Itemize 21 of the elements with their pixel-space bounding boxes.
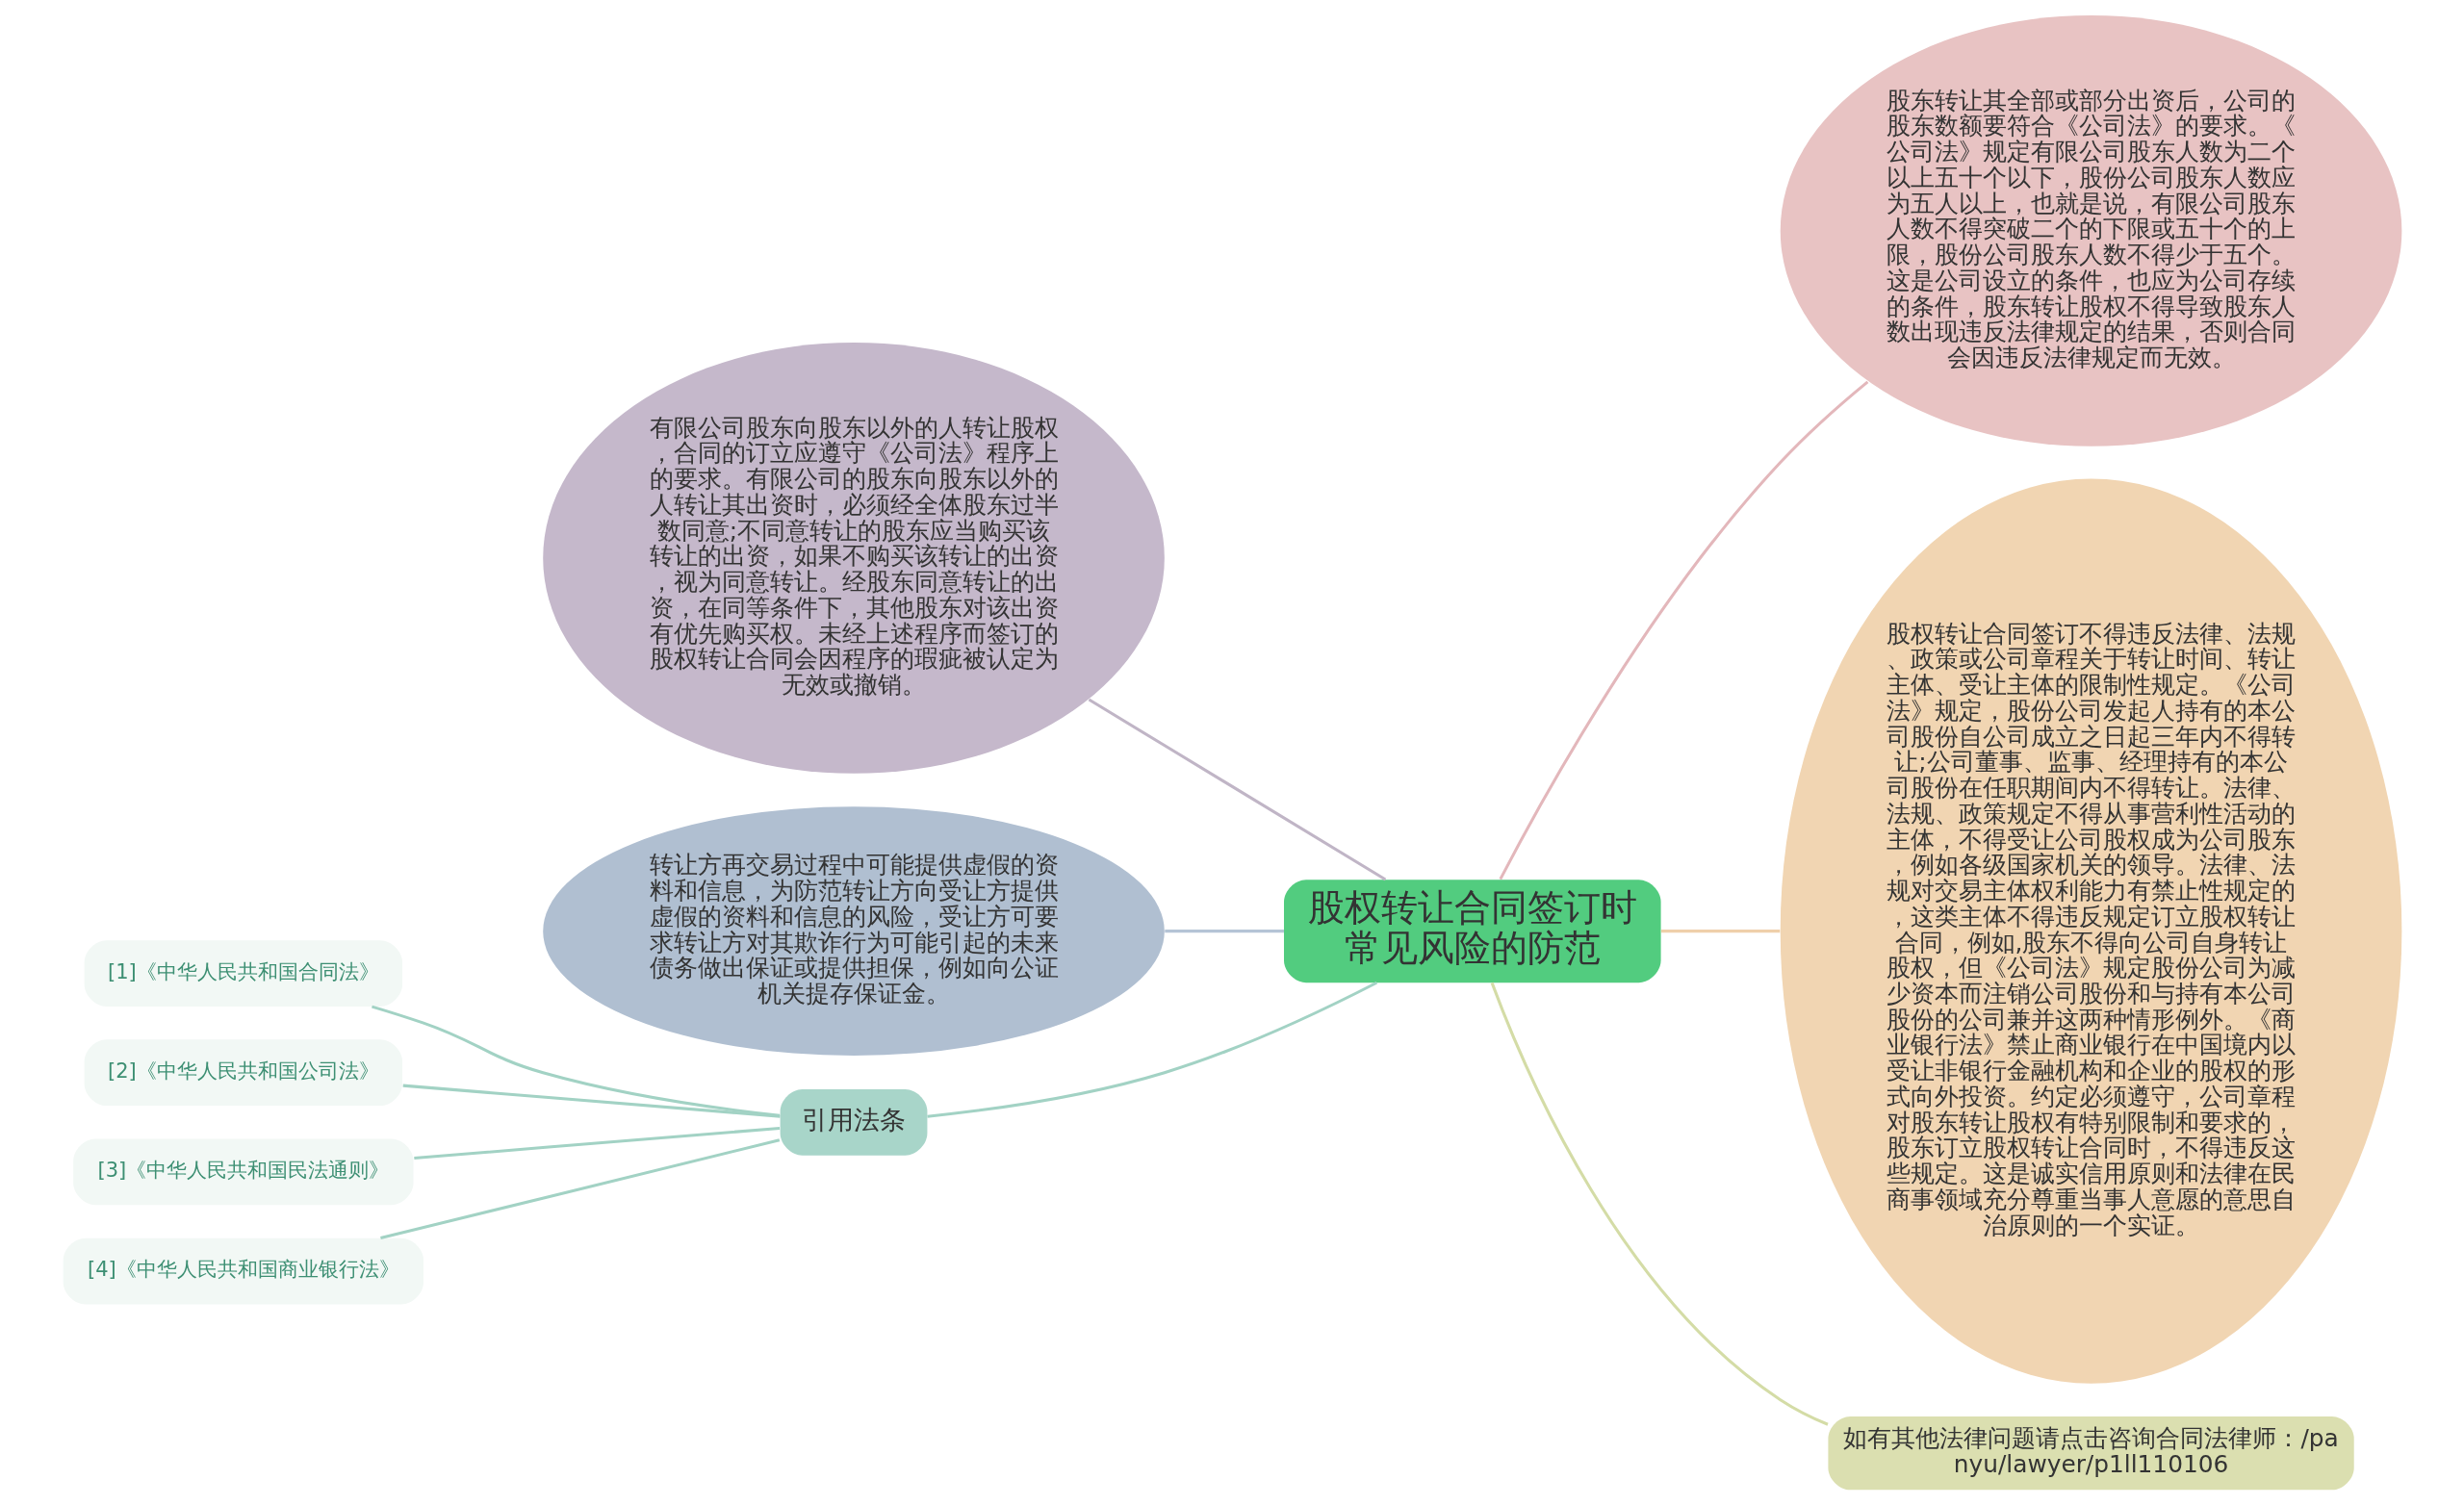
node-ellipse: 有限公司股东向股东以外的人转让股权，合同的订立应遵守《公司法》程序上的要求。有限公司的股东向股东以外的人转让其出资时，必须经全体股东过半数同意;不同意转让的股东应当购买该转让的出资，如果不购买该转让的出资，视为同意转让。经股东同意转让的出资，在同等条件下，其他股东对该出资有优先购买权。未经上述程序而签订的股权转让合同会因程序的瑕疵被认定为无效或撤销。 [542, 342, 1165, 774]
node-ellipse: 转让方再交易过程中可能提供虚假的资料和信息，为防范转让方向受让方提供虚假的资料和信息的风险，受让方可要求转让方对其欺诈行为可能引起的未来债务做出保证或提供担保，例如向公证机关提存保证金。 [542, 806, 1165, 1057]
node-box: [3]《中华人民共和国民法通则》 [72, 1138, 414, 1206]
connector [926, 981, 1377, 1118]
connector [1498, 380, 1868, 880]
connector [379, 1138, 780, 1239]
node-box: [1]《中华人民共和国合同法》 [84, 940, 402, 1007]
node-box: 引用法条 [780, 1088, 927, 1156]
node-box: [4]《中华人民共和国商业银行法》 [63, 1237, 424, 1305]
node-ellipse: 股东转让其全部或部分出资后，公司的股东数额要符合《公司法》的要求。《公司法》规定有限公司股东人数为二个以上五十个以下，股份公司股东人数应为五人以上，也就是说，有限公司股东人数不得突破二个的下限或五十个的上限，股份公司股东人数不得少于五个。这是公司设立的条件，也应为公司存续的条件，股东转让股权不得导致股东人数出现违反法律规定的结果，否则合同会因违反法律规定而无效。 [1780, 14, 2401, 446]
connector [1164, 930, 1284, 933]
connector [413, 1126, 780, 1161]
connector [1490, 982, 1829, 1426]
node-box: 股权转让合同签订时常见风险的防范 [1283, 880, 1661, 983]
connector [1660, 930, 1780, 933]
node-box: [2]《中华人民共和国公司法》 [84, 1039, 402, 1107]
connector [402, 1084, 781, 1118]
node-ellipse: 股权转让合同签订不得违反法律、法规、政策或公司章程关于转让时间、转让主体、受让主体的限制性规定。《公司法》规定，股份公司发起人持有的本公司股份自公司成立之日起三年内不得转让;公司董事、监事、经理持有的本公司股份在任职期间内不得转让。法律、法规、政策规定不得从事营利性活动的主体，不得受让公司股权成为公司股东，例如各级国家机关的领导。法律、法规对交易主体权利能力有禁止性规定的，这类主体不得违反规定订立股权转让合同，例如,股东不得向公司自身转让股权，但《公司法》规定股份公司为减少资本而注销公司股份和与持有本公司股份的公司兼并这两种情形例外。《商业银行法》禁止商业银行在中国境内以受让非银行金融机构和企业的股权的形式向外投资。约定必须遵守，公司章程对股东转让股权有特别限制和要求的，股东订立股权转让合同时，不得违反这些规定。这是诚实信用原则和法律在民商事领域充分尊重当事人意愿的意思自治原则的一个实证。 [1780, 478, 2401, 1384]
connector [371, 1005, 780, 1117]
node-box: 如有其他法律问题请点击咨询合同法律师：/panyu/lawyer/p1ll110106 [1827, 1416, 2354, 1491]
connector [1088, 698, 1386, 881]
